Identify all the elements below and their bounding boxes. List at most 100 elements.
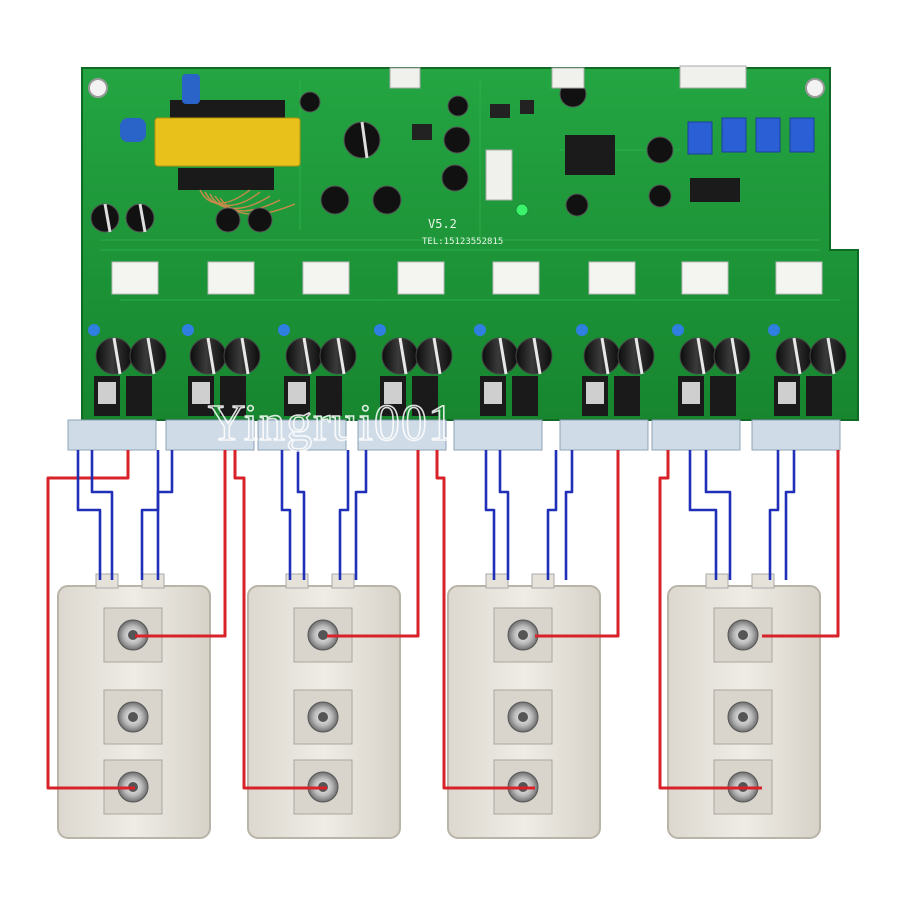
igbt-module [667,573,821,839]
driver-channel [357,324,453,451]
film-capacitor [120,118,146,142]
blue-ceramic-capacitor [474,324,486,336]
blue-ceramic-capacitor [182,324,194,336]
terminal-connector [257,419,347,451]
terminal-connector [357,419,447,451]
module-pin-block [751,573,775,589]
transistor-tab [98,382,116,404]
to220-transistor [412,376,438,416]
wiring [46,450,840,790]
screw-hole [318,712,328,722]
terminal-connector [651,419,741,451]
driver-channel [751,324,847,451]
red-wire [233,450,327,790]
red-wire [762,450,840,638]
blue-wire [90,450,114,580]
blue-wire [768,450,780,580]
igbt-module [447,573,601,839]
blue-ceramic-capacitor [672,324,684,336]
trimpots [687,117,815,155]
blue-wire [338,450,350,580]
terminal-connector [559,419,649,451]
capacitor-stripe [302,337,312,375]
optocoupler-row [111,261,823,295]
screw-hole [518,712,528,722]
to220-transistor [806,376,832,416]
transistor-tab [682,382,700,404]
blue-wire [688,450,718,580]
mount-hole [805,78,825,98]
blue-wire [156,450,174,580]
board-ics [412,100,740,202]
screw-hole [318,630,328,640]
blue-wire [784,450,796,580]
screw-hole [128,712,138,722]
capacitor-stripe [146,337,156,375]
board-capacitors [90,80,674,233]
mount-hole [88,78,108,98]
capacitor-stripe [398,337,408,375]
red-wire [658,450,762,790]
module-pin-block [531,573,555,589]
driver-channel [559,324,655,451]
blue-wire [354,450,368,580]
igbt-module [247,573,401,839]
driver-channel [651,324,751,451]
transistor-tab [778,382,796,404]
driver-channel [257,324,357,451]
red-wire [535,450,620,638]
watermark-text: Yingrui001 [208,395,455,452]
transformer [154,100,301,215]
driver-channel [67,324,167,451]
blue-wire [140,450,160,580]
film-capacitor [182,74,200,104]
capacitor-stripe [206,337,216,375]
module-pin-block [285,573,309,589]
blue-ceramic-capacitor [576,324,588,336]
transistor-tab [484,382,502,404]
module-pin-block [331,573,355,589]
capacitor-stripe [336,337,346,375]
capacitor-stripe [600,337,610,375]
capacitor-stripe [826,337,836,375]
to220-transistor [614,376,640,416]
screw-hole [738,712,748,722]
capacitor-stripe [792,337,802,375]
to220-transistor [126,376,152,416]
igbt-modules [57,573,821,839]
capacitor-stripe [112,337,122,375]
transistor-tab [288,382,306,404]
blue-wire [564,450,574,580]
blue-wire [484,450,496,580]
driver-channel [165,324,261,451]
blue-ceramic-capacitor [88,324,100,336]
to220-transistor [220,376,246,416]
transistor-tab [586,382,604,404]
board-version-label: V5.2 [428,217,457,231]
terminal-connector [67,419,157,451]
board-connectors [389,65,747,201]
to220-transistor [512,376,538,416]
red-wire [135,450,227,638]
blue-wire [296,450,306,580]
blue-ceramic-capacitor [374,324,386,336]
capacitor-stripe [432,337,442,375]
terminal-connector [453,419,543,451]
board-tel-label: TEL:15123552815 [422,237,503,247]
blue-wire [280,450,292,580]
terminal-connector [751,419,841,451]
transistor-tab [192,382,210,404]
igbt-module [57,573,211,839]
capacitor-stripe [532,337,542,375]
capacitor-stripe [634,337,644,375]
blue-wire [546,450,558,580]
blue-wire [704,450,732,580]
to220-transistor [316,376,342,416]
screw-hole [738,630,748,640]
capacitor-stripe [498,337,508,375]
driver-channel [453,324,553,451]
terminal-connector [165,419,255,451]
blue-ceramic-capacitor [768,324,780,336]
status-led [515,203,529,217]
